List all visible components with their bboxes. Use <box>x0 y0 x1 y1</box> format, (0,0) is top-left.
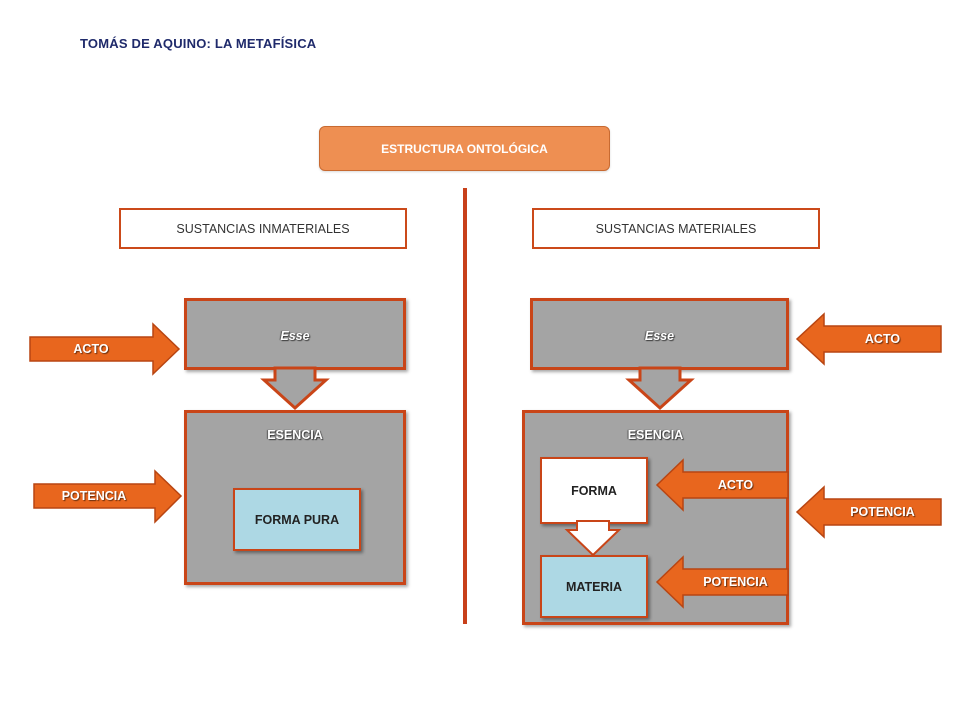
down-arrow-left <box>260 366 330 411</box>
potencia-arrow-right <box>795 485 942 539</box>
acto-arrow-left <box>29 322 181 376</box>
inner-potencia-label: POTENCIA <box>703 575 768 589</box>
acto-label-left: ACTO <box>73 342 109 356</box>
center-divider <box>463 188 467 624</box>
page-title: TOMÁS DE AQUINO: LA METAFÍSICA <box>80 36 317 51</box>
esse-box-right: Esse <box>530 298 789 370</box>
esencia-box-left: ESENCIA FORMA PURA <box>184 410 406 585</box>
esse-box-left: Esse <box>184 298 406 370</box>
esencia-label-left: ESENCIA <box>267 428 323 442</box>
potencia-arrow-left <box>33 469 183 524</box>
inner-acto-label: ACTO <box>717 478 754 492</box>
estructura-ontologica-box: ESTRUCTURA ONTOLÓGICA <box>319 126 610 171</box>
acto-label-right: ACTO <box>864 332 901 346</box>
down-arrow-right <box>625 366 695 411</box>
down-arrow-forma-materia <box>564 520 622 557</box>
acto-arrow-right <box>795 312 942 366</box>
esse-label-left: Esse <box>280 329 310 343</box>
potencia-label-right: POTENCIA <box>850 505 915 519</box>
esencia-label-right: ESENCIA <box>627 428 684 442</box>
potencia-label-left: POTENCIA <box>61 489 127 503</box>
header-sustancias-inmateriales: SUSTANCIAS INMATERIALES <box>119 208 407 249</box>
esse-label-right: Esse <box>644 329 675 343</box>
forma-box: FORMA <box>540 457 648 524</box>
esencia-box-right: ESENCIA FORMA MATERIA ACTO POTENCIA <box>522 410 789 625</box>
materia-box: MATERIA <box>540 555 648 618</box>
inner-potencia-arrow <box>655 555 789 609</box>
inner-acto-arrow <box>655 458 789 512</box>
header-sustancias-materiales: SUSTANCIAS MATERIALES <box>532 208 820 249</box>
forma-pura-box: FORMA PURA <box>233 488 361 551</box>
